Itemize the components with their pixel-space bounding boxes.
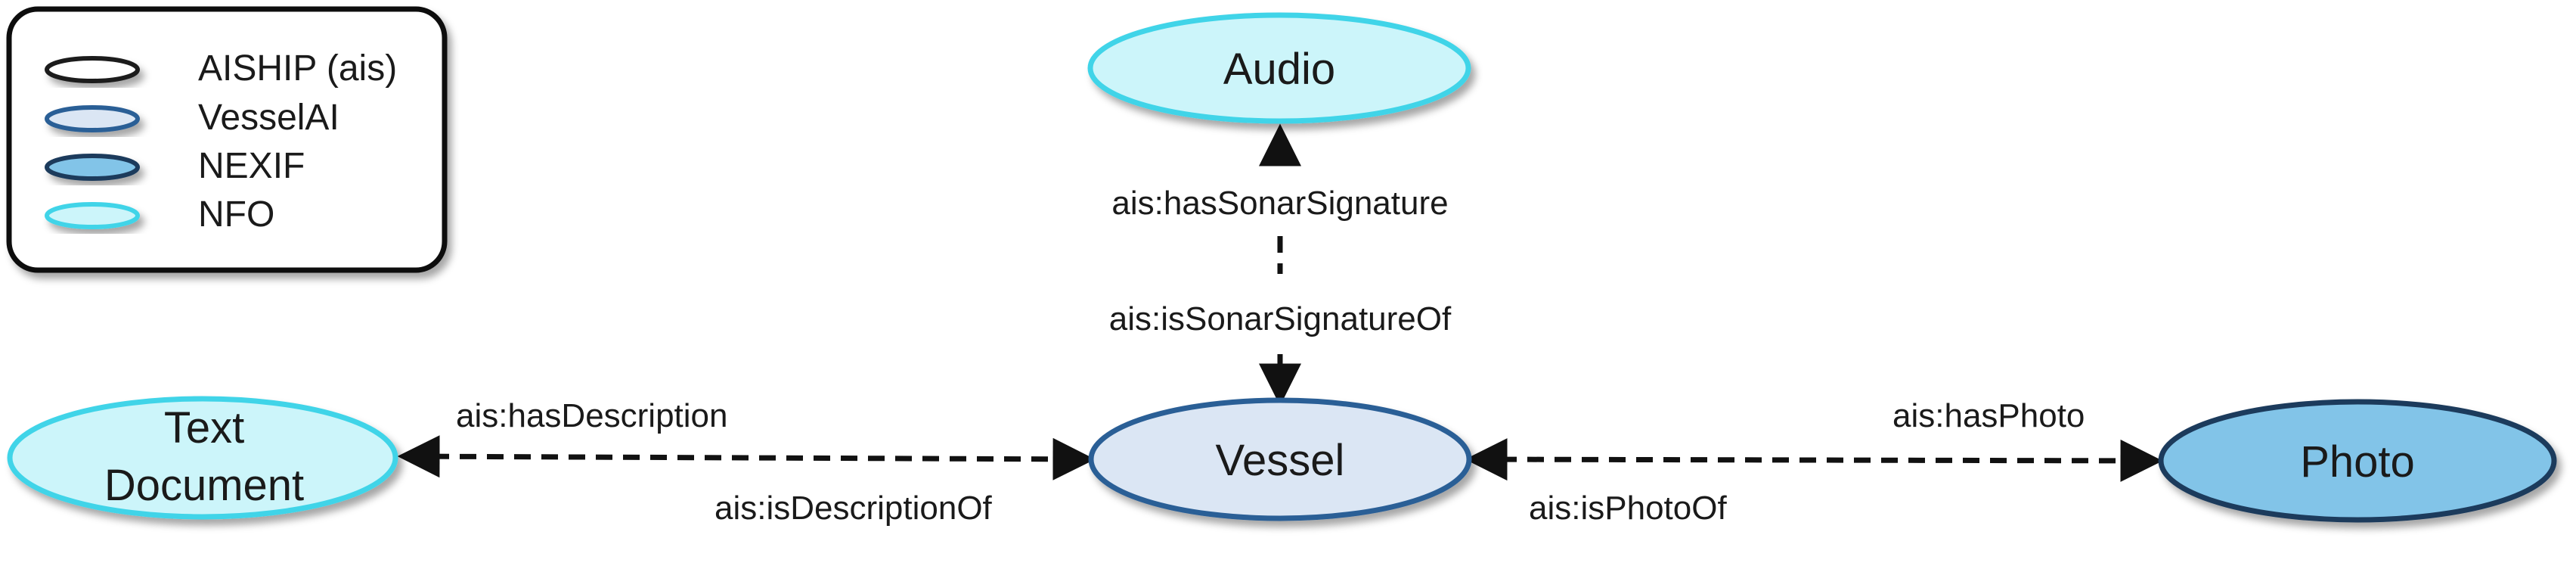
node-photo-label: Photo bbox=[2300, 437, 2415, 487]
legend: AISHIP (ais) VesselAI NEXIF NFO bbox=[6, 6, 448, 273]
node-audio-label: Audio bbox=[1223, 45, 1335, 94]
edge-label-has-photo: ais:hasPhoto bbox=[1892, 397, 2085, 434]
edge-label-has-description: ais:hasDescription bbox=[456, 397, 728, 434]
legend-label-nexif: NEXIF bbox=[198, 146, 305, 186]
node-text-document-label-line1: Text bbox=[164, 403, 244, 452]
node-photo-shape bbox=[2158, 399, 2557, 523]
legend-label-nfo: NFO bbox=[198, 194, 274, 235]
node-audio-shape bbox=[1087, 12, 1471, 124]
legend-swatch-vesselai bbox=[45, 105, 140, 132]
edge-label-is-photo-of: ais:isPhotoOf bbox=[1529, 490, 1727, 527]
node-audio: Audio bbox=[1087, 12, 1471, 124]
node-vessel-label: Vessel bbox=[1216, 436, 1345, 485]
edge-label-has-sonar-signature: ais:hasSonarSignature bbox=[1111, 185, 1448, 222]
node-photo: Photo bbox=[2158, 399, 2557, 523]
legend-label-aiship: AISHIP (ais) bbox=[198, 48, 397, 89]
legend-swatch-nexif bbox=[45, 154, 140, 181]
node-text-document: Text Document bbox=[7, 396, 398, 520]
edges bbox=[397, 123, 2163, 482]
legend-swatch-aiship bbox=[45, 56, 140, 83]
legend-label-vesselai: VesselAI bbox=[198, 98, 339, 138]
edge-photo bbox=[1465, 438, 2163, 482]
edge-description bbox=[397, 435, 1096, 480]
legend-swatch-nfo bbox=[45, 202, 140, 229]
node-text-document-label-line2: Document bbox=[104, 461, 304, 510]
edge-label-is-sonar-signature-of: ais:isSonarSignatureOf bbox=[1109, 300, 1452, 337]
node-vessel-shape bbox=[1088, 397, 1472, 521]
edge-label-is-description-of: ais:isDescriptionOf bbox=[715, 490, 993, 527]
node-text-document-shape bbox=[7, 396, 398, 520]
node-vessel: Vessel bbox=[1088, 397, 1472, 521]
